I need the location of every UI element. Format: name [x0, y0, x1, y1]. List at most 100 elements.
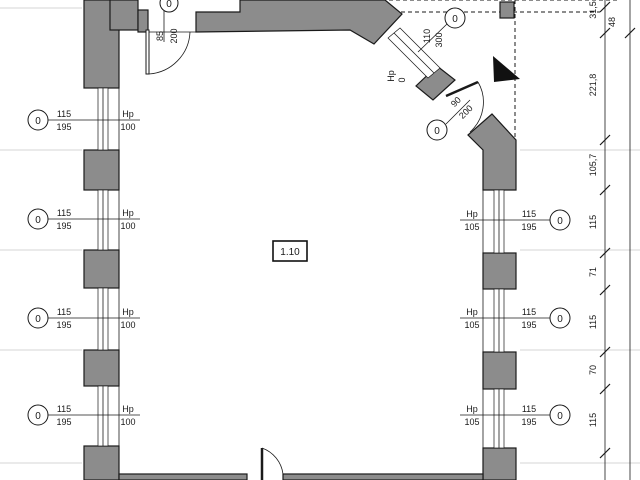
window-mark-circle: [27, 404, 49, 426]
window-sill: 100: [120, 320, 135, 330]
room-label-box: [272, 240, 308, 262]
window-height: 300: [434, 32, 444, 47]
diagonal-window-tag: 0 110 300 Hp 0: [386, 7, 466, 83]
left-window-tag-1: 0 115 195 Hp 100: [27, 109, 140, 132]
left-window-tag-2: 0 115 195 Hp 100: [27, 208, 140, 231]
window-mark: 0: [557, 314, 563, 325]
dimension-label: 115: [588, 413, 598, 427]
door-height: 200: [457, 103, 475, 121]
dimension-chain-right: 31,5 48 221,8 105,7 115 71 115 70 115: [588, 0, 636, 480]
right-window-tag-2: 0 Hp 105 115 195: [460, 307, 571, 330]
left-window-frames: [97, 87, 109, 447]
window-height: 195: [56, 221, 71, 231]
wall-top-left-post: [137, 9, 149, 33]
wall-right-pier-2: [482, 351, 517, 390]
window-width: 115: [57, 208, 71, 218]
door-mark-circle: [426, 119, 448, 141]
window-mark-circle: [27, 109, 49, 131]
window-mark: 0: [35, 411, 41, 422]
window-sill-label: Hp: [122, 109, 134, 119]
window-sill-label: Hp: [466, 307, 478, 317]
window-sill-label: Hp: [386, 70, 396, 82]
wall-top: [195, 0, 403, 45]
window-width: 115: [57, 307, 71, 317]
dimension-label: 70: [588, 365, 598, 375]
direction-arrow-icon: [493, 56, 520, 82]
window-sill-label: Hp: [122, 208, 134, 218]
wall-right-pier-1: [482, 252, 517, 290]
window-sill: 100: [120, 122, 135, 132]
window-mark: 0: [557, 411, 563, 422]
door-diagonal: [445, 80, 484, 133]
window-sill-label: Hp: [122, 404, 134, 414]
right-window-frames: [493, 189, 505, 449]
grid-lines: [0, 7, 640, 464]
door-height: 200: [169, 28, 179, 43]
dimension-label: 221,8: [588, 74, 598, 97]
window-mark-circle: [27, 307, 49, 329]
window-width: 115: [522, 307, 536, 317]
door-top-left-tag: 0 85 200: [155, 0, 179, 44]
column-top-right: [499, 1, 515, 19]
wall-right-bottom: [482, 447, 517, 480]
window-sill: 100: [120, 417, 135, 427]
wall-bottom-right: [282, 473, 484, 480]
wall-diagonal-window-block: [415, 65, 456, 101]
window-mark-circle: [444, 7, 466, 29]
window-width: 115: [522, 209, 536, 219]
door-mark: 0: [434, 126, 440, 137]
wall-left-pier-3: [83, 349, 120, 387]
door-width: 85: [155, 31, 165, 41]
wall-left-bottom: [83, 445, 120, 480]
window-width: 110: [422, 29, 432, 43]
window-width: 115: [57, 404, 71, 414]
door-width: 90: [449, 95, 463, 109]
dimension-label: 115: [588, 215, 598, 229]
window-height: 195: [56, 417, 71, 427]
window-height: 195: [56, 122, 71, 132]
dimension-label: 105,7: [588, 154, 598, 177]
window-height: 195: [56, 320, 71, 330]
window-mark: 0: [35, 116, 41, 127]
dimension-label: 115: [588, 315, 598, 329]
door-mark: 0: [166, 0, 172, 10]
window-mark-circle: [549, 209, 571, 231]
window-sill-label: Hp: [122, 307, 134, 317]
window-sill-label: Hp: [466, 209, 478, 219]
door-bottom: [260, 447, 284, 480]
room-label: 1.10: [280, 247, 300, 258]
wall-top-left-stub: [109, 0, 139, 31]
window-mark: 0: [452, 14, 458, 25]
left-window-tag-4: 0 115 195 Hp 100: [27, 404, 140, 427]
window-mark-circle: [27, 208, 49, 230]
door-diagonal-tag: 0 90 200: [426, 95, 475, 141]
window-mark: 0: [557, 216, 563, 227]
window-mark-circle: [549, 404, 571, 426]
wall-left-pier-2: [83, 249, 120, 289]
window-sill: 100: [120, 221, 135, 231]
window-height: 195: [521, 222, 536, 232]
left-window-tag-3: 0 115 195 Hp 100: [27, 307, 140, 330]
dimension-label: 31,5: [588, 1, 598, 19]
wall-right-diagonal: [467, 113, 517, 191]
window-width: 115: [57, 109, 71, 119]
dashed-boundary: [270, 0, 620, 140]
right-window-tag-1: 0 Hp 105 115 195: [460, 209, 571, 232]
room-outline: [118, 88, 484, 474]
diagonal-window-frame: [387, 27, 441, 79]
window-height: 195: [521, 417, 536, 427]
window-mark: 0: [35, 314, 41, 325]
window-width: 115: [522, 404, 536, 414]
dimension-label: 48: [607, 17, 617, 27]
window-sill: 105: [464, 320, 479, 330]
window-height: 195: [521, 320, 536, 330]
window-mark-circle: [549, 307, 571, 329]
right-window-tag-3: 0 Hp 105 115 195: [460, 404, 571, 427]
window-sill-label: Hp: [466, 404, 478, 414]
window-mark: 0: [35, 215, 41, 226]
door-top-left: [145, 29, 196, 75]
window-sill: 0: [397, 77, 407, 82]
window-sill: 105: [464, 222, 479, 232]
window-sill: 105: [464, 417, 479, 427]
